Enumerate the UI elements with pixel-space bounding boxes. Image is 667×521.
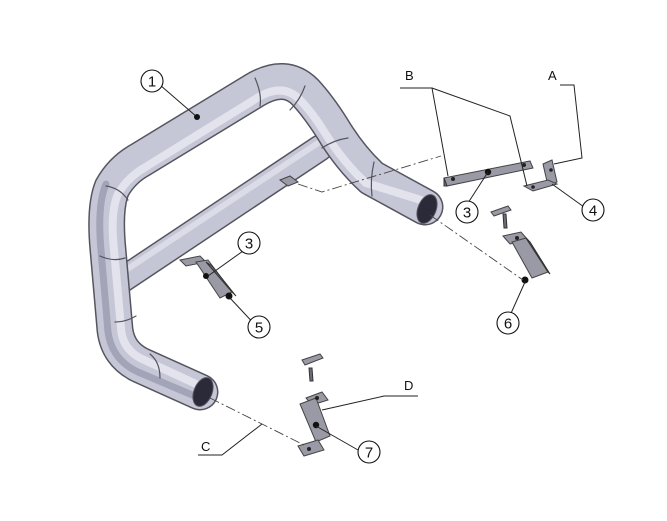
svg-text:3: 3 [245,236,253,253]
plate-bracket-B [443,160,534,187]
callout-1: 1 [140,69,164,93]
label-C: C [201,439,210,454]
axis-line-right [429,214,524,281]
bracket-part-6 [490,205,551,284]
svg-text:1: 1 [148,74,156,91]
label-D: D [404,378,413,393]
label-A: A [548,68,557,83]
svg-text:3: 3 [463,205,471,222]
callout-3-left: 3 [237,231,261,255]
bracket-part-4 [522,159,559,192]
tube-frame [88,63,444,411]
axis-line-left [209,397,305,446]
svg-text:6: 6 [504,316,512,333]
callout-3-top: 3 [455,200,479,224]
svg-text:4: 4 [589,203,597,220]
main-loop-tube [88,63,444,411]
axis-line-top [297,155,442,193]
bracket-part-7 [297,353,331,457]
callout-5: 5 [247,315,271,339]
cross-tube-tab [278,175,300,187]
bracket-part-5 [178,255,237,300]
callout-4: 4 [581,198,605,222]
label-B: B [405,68,414,83]
svg-text:7: 7 [365,445,373,462]
svg-text:5: 5 [255,320,263,337]
tube-end-left [192,377,214,407]
leader-lines [159,84,585,456]
callout-7: 7 [357,440,381,464]
callout-6: 6 [496,311,520,335]
